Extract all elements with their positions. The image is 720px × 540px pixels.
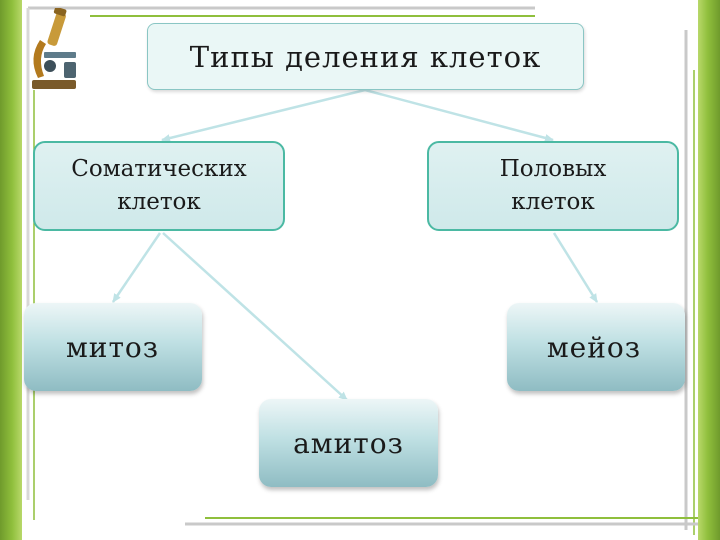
diagram-title-text: Типы деления клеток: [189, 39, 542, 74]
category-somatic: Соматических клеток: [33, 141, 285, 231]
microscope-icon: [32, 8, 76, 89]
process-amitoz: амитоз: [259, 399, 438, 487]
process-mitoz-label: митоз: [66, 330, 160, 364]
right-decor-band: [698, 0, 720, 540]
process-meioz-label: мейоз: [546, 330, 641, 364]
edge-somatic-amitoz: [162, 232, 348, 401]
left-decor-band: [0, 0, 22, 540]
category-sex-line1: Половых: [499, 155, 607, 182]
edge-sex-meioz: [552, 232, 599, 303]
category-sex-line2: клеток: [511, 189, 595, 215]
category-sex: Половых клеток: [427, 141, 679, 231]
edge-title-somatic: [161, 88, 366, 142]
diagram-title: Типы деления клеток: [147, 23, 584, 90]
process-amitoz-label: амитоз: [293, 426, 404, 460]
category-somatic-line1: Соматических: [71, 155, 247, 182]
category-somatic-line2: клеток: [117, 189, 201, 215]
process-mitoz: митоз: [24, 303, 202, 391]
edge-somatic-mitoz: [111, 232, 162, 303]
edge-title-sex: [364, 88, 554, 142]
process-meioz: мейоз: [507, 303, 685, 391]
